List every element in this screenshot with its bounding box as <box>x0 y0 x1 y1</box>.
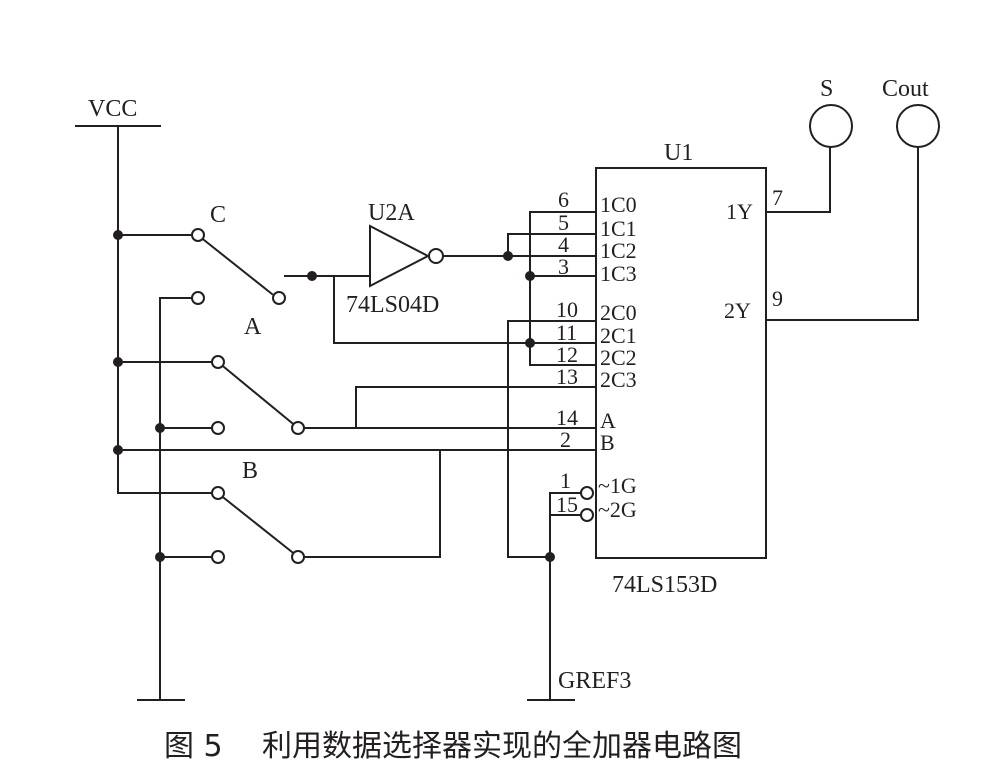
pin-name-2c1: 2C1 <box>600 323 637 348</box>
pin-num-14: 14 <box>556 405 578 430</box>
pin-name-2g: ~2G <box>598 497 637 522</box>
pin-num-13: 13 <box>556 364 578 389</box>
wire-select-b <box>303 449 597 558</box>
switch-c[interactable] <box>113 228 286 305</box>
pin-num-2: 2 <box>560 427 571 452</box>
pin-num-3: 3 <box>558 254 569 279</box>
inverter-ref-label: U2A <box>368 200 415 226</box>
pin-name-a: A <box>600 408 616 433</box>
switch-a[interactable] <box>113 355 305 435</box>
mux-right-pins: 1Y 7 2Y 9 <box>724 145 919 323</box>
pin-num-12: 12 <box>556 342 578 367</box>
pin-name-1c3: 1C3 <box>600 261 637 286</box>
probe-s-label: S <box>820 76 833 102</box>
ground-rail-left <box>137 297 213 701</box>
pin-num-5: 5 <box>558 210 569 235</box>
pin-name-1g: ~1G <box>598 473 637 498</box>
vcc-label: VCC <box>88 96 137 122</box>
inverter-part-label: 74LS04D <box>346 292 439 318</box>
wire-enable-ground <box>527 486 594 701</box>
pin-name-1y: 1Y <box>726 199 753 224</box>
pin-num-1: 1 <box>560 468 571 493</box>
switch-a-label: A <box>244 314 262 340</box>
mux-u1-body <box>595 167 767 559</box>
switch-b[interactable] <box>117 486 305 564</box>
switch-b-label: B <box>242 458 258 484</box>
pin-name-1c2: 1C2 <box>600 238 637 263</box>
pin-num-11: 11 <box>556 320 577 345</box>
probe-cout-label: Cout <box>882 76 929 102</box>
pin-num-15: 15 <box>556 492 578 517</box>
pin-name-1c0: 1C0 <box>600 192 637 217</box>
pin-num-6: 6 <box>558 187 569 212</box>
pin-name-1c1: 1C1 <box>600 216 637 241</box>
probe-cout <box>896 104 940 148</box>
ground-label: GREF3 <box>558 668 631 694</box>
pin-num-10: 10 <box>556 297 578 322</box>
wire-to-2c1 <box>311 275 597 344</box>
wire-inverter-fanout <box>507 233 597 257</box>
mux-ref-label: U1 <box>664 140 693 166</box>
figure-caption: 利用数据选择器实现的全加器电路图 <box>262 729 742 764</box>
pin-name-b: B <box>600 430 615 455</box>
mux-part-label: 74LS153D <box>612 572 717 598</box>
pin-name-2c2: 2C2 <box>600 345 637 370</box>
figure-number: 图 5 <box>164 729 223 764</box>
wire-a-to-2c3 <box>303 386 597 429</box>
pin-num-9: 9 <box>772 286 783 311</box>
pin-name-2c0: 2C0 <box>600 300 637 325</box>
pin-num-7: 7 <box>772 185 783 210</box>
vcc-rail <box>75 125 161 494</box>
switch-c-label: C <box>210 202 226 228</box>
vcc-to-b-branch <box>113 445 441 455</box>
wire-1c0-bus <box>525 211 597 366</box>
pin-name-2c3: 2C3 <box>600 367 637 392</box>
mux-left-pins: 6 1C0 5 1C1 4 1C2 3 1C3 10 2C0 11 2C1 12… <box>556 187 637 522</box>
pin-num-4: 4 <box>558 232 569 257</box>
wire-2c0-ground <box>507 320 597 558</box>
pin-name-2y: 2Y <box>724 298 751 323</box>
probe-s <box>809 104 853 148</box>
